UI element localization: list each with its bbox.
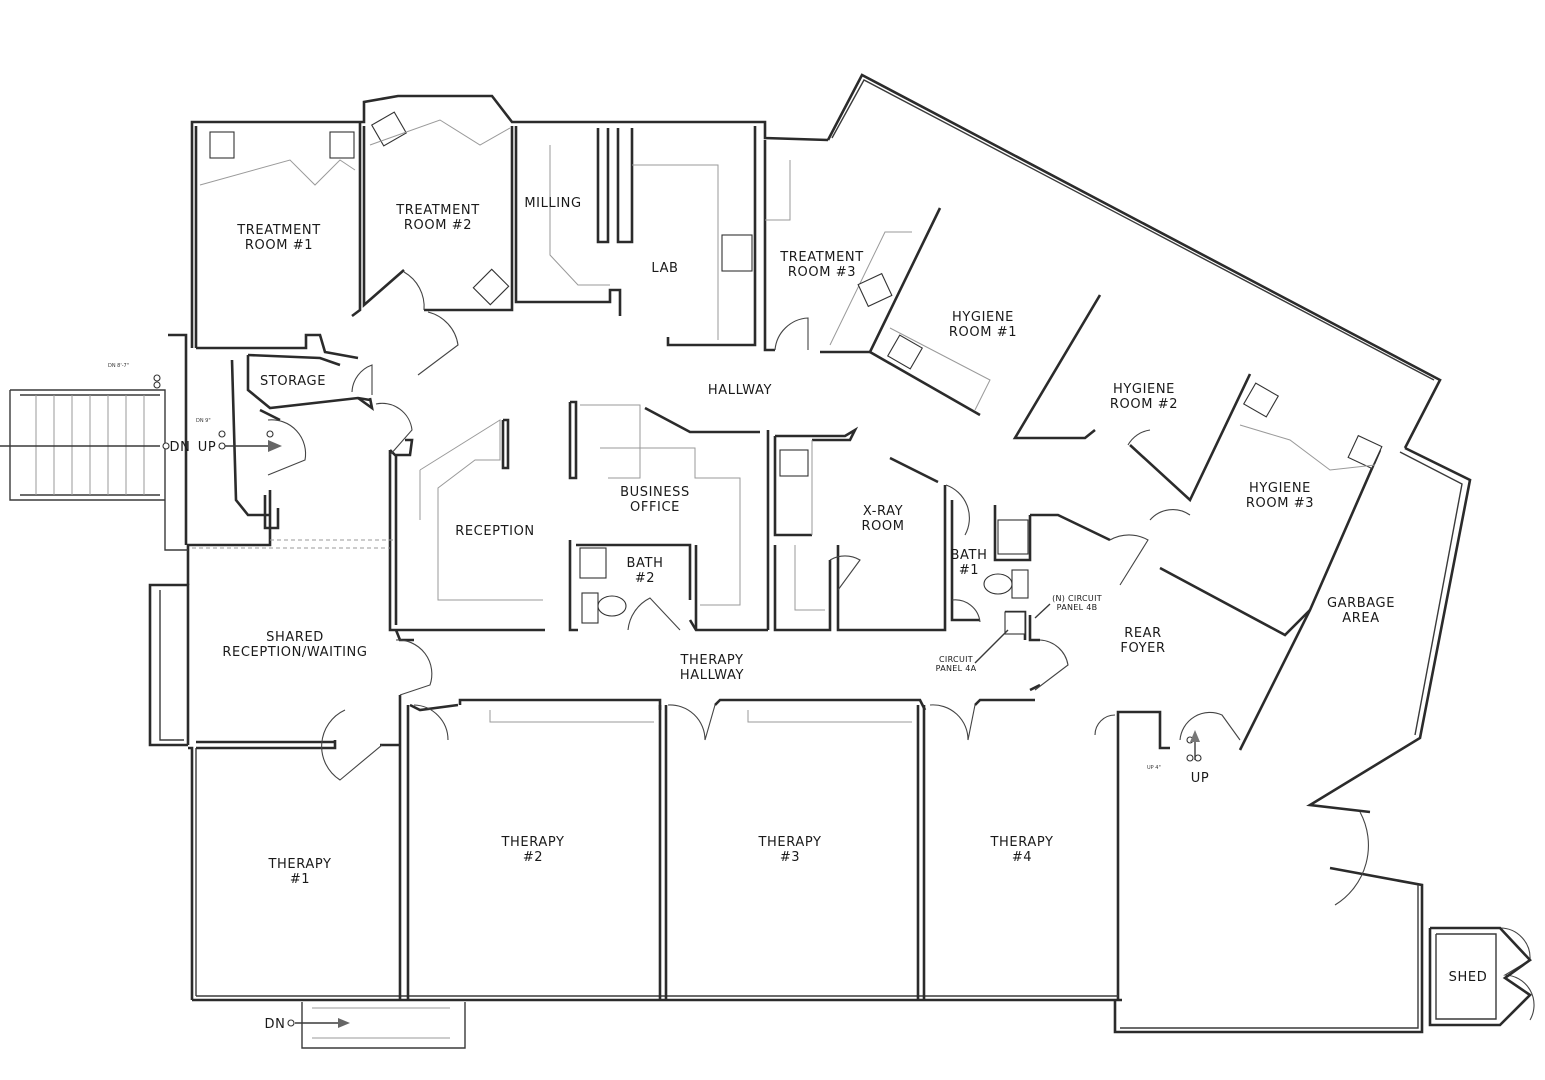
doors bbox=[267, 271, 1535, 1021]
label-therapy-4: THERAPY#4 bbox=[989, 835, 1053, 865]
shed bbox=[1428, 926, 1533, 1027]
exterior-walls bbox=[148, 73, 1472, 1034]
label-shed: SHED bbox=[1449, 970, 1488, 985]
label-reception: RECEPTION bbox=[455, 524, 535, 539]
label-bath-1: BATH#1 bbox=[951, 548, 988, 578]
rear-up-label: UP bbox=[1191, 771, 1210, 786]
fixtures bbox=[199, 111, 1383, 635]
label-storage: STORAGE bbox=[260, 374, 326, 389]
stairs-up-label: UP bbox=[198, 440, 217, 455]
label-lab: LAB bbox=[651, 261, 678, 276]
dim-top-left-label: DN 8'-7" bbox=[108, 363, 129, 369]
dim-rear-label: UP 4" bbox=[1147, 765, 1161, 771]
label-therapy-2: THERAPY#2 bbox=[500, 835, 564, 865]
label-hallway: HALLWAY bbox=[708, 383, 772, 398]
label-milling: MILLING bbox=[524, 196, 581, 211]
bottom-dn-label: DN bbox=[265, 1017, 286, 1032]
label-therapy-1: THERAPY#1 bbox=[267, 857, 331, 887]
dim-mid-left-label: DN 9" bbox=[196, 418, 211, 424]
entry-stairs bbox=[0, 374, 1202, 1049]
label-therapy-3: THERAPY#3 bbox=[757, 835, 821, 865]
interior-walls bbox=[192, 122, 1311, 1000]
stairs-dn-label: DN bbox=[170, 440, 191, 455]
label-bath-2: BATH#2 bbox=[627, 556, 664, 586]
